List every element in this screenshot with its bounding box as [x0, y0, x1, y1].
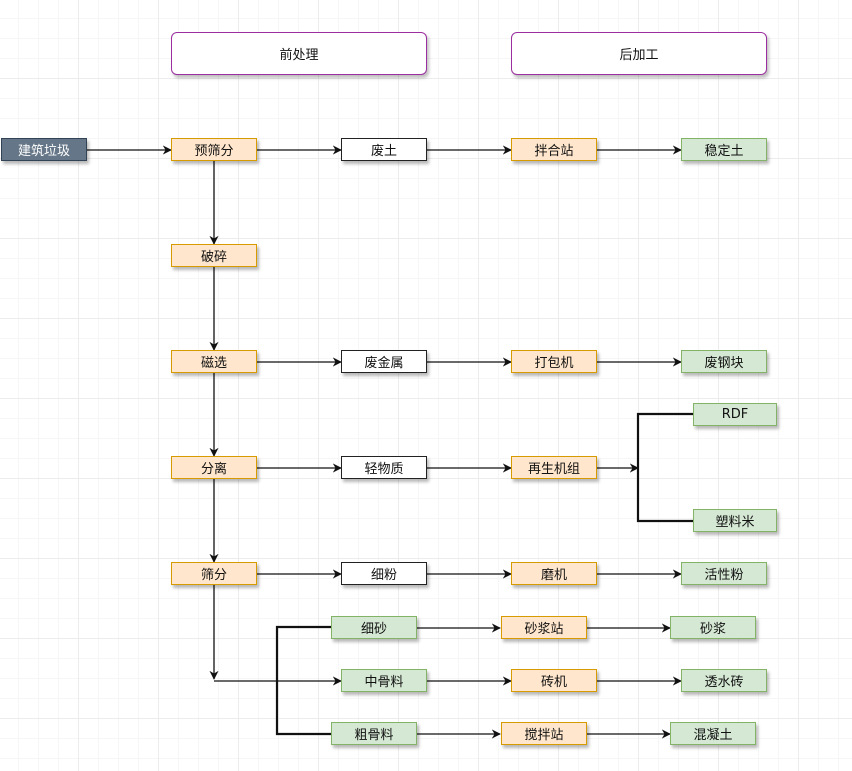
- node-construction-waste[interactable]: 建筑垃圾: [1, 138, 87, 161]
- header-post-processing-label: 后加工: [619, 48, 659, 63]
- node-light-matter[interactable]: 轻物质: [341, 456, 427, 479]
- node-plastic-pellets[interactable]: 塑料米: [693, 509, 777, 532]
- node-active-powder[interactable]: 活性粉: [681, 562, 767, 585]
- node-concrete[interactable]: 混凝土: [670, 722, 756, 745]
- node-mixing-station[interactable]: 拌合站: [511, 138, 597, 161]
- node-fine-powder[interactable]: 细粉: [341, 562, 427, 585]
- node-recycling-unit[interactable]: 再生机组: [511, 456, 597, 479]
- node-baler[interactable]: 打包机: [511, 350, 597, 373]
- node-waste-metal[interactable]: 废金属: [341, 350, 427, 373]
- node-magnetic-separation[interactable]: 磁选: [171, 350, 257, 373]
- node-permeable-brick[interactable]: 透水砖: [681, 669, 767, 692]
- bracket-recycle-outputs: [636, 412, 693, 523]
- node-stabilized-soil[interactable]: 稳定土: [681, 138, 767, 161]
- node-coarse-aggregate[interactable]: 粗骨料: [331, 722, 417, 745]
- node-medium-aggregate[interactable]: 中骨料: [341, 669, 427, 692]
- node-concrete-mixer[interactable]: 搅拌站: [501, 722, 587, 745]
- bracket-aggregate-outputs: [275, 625, 331, 736]
- node-prescreen[interactable]: 预筛分: [171, 138, 257, 161]
- node-brick-machine[interactable]: 砖机: [511, 669, 597, 692]
- node-scrap-steel-block[interactable]: 废钢块: [681, 350, 767, 373]
- header-pretreatment-label: 前处理: [279, 48, 319, 63]
- node-mortar-station[interactable]: 砂浆站: [501, 616, 587, 639]
- node-separation[interactable]: 分离: [171, 456, 257, 479]
- node-fine-sand[interactable]: 细砂: [331, 616, 417, 639]
- node-rdf[interactable]: RDF: [693, 403, 777, 426]
- header-pretreatment: 前处理: [171, 32, 427, 75]
- node-waste-soil[interactable]: 废土: [341, 138, 427, 161]
- node-screening[interactable]: 筛分: [171, 562, 257, 585]
- node-grinder[interactable]: 磨机: [511, 562, 597, 585]
- header-post-processing: 后加工: [511, 32, 767, 75]
- node-crush[interactable]: 破碎: [171, 244, 257, 267]
- node-mortar[interactable]: 砂浆: [670, 616, 756, 639]
